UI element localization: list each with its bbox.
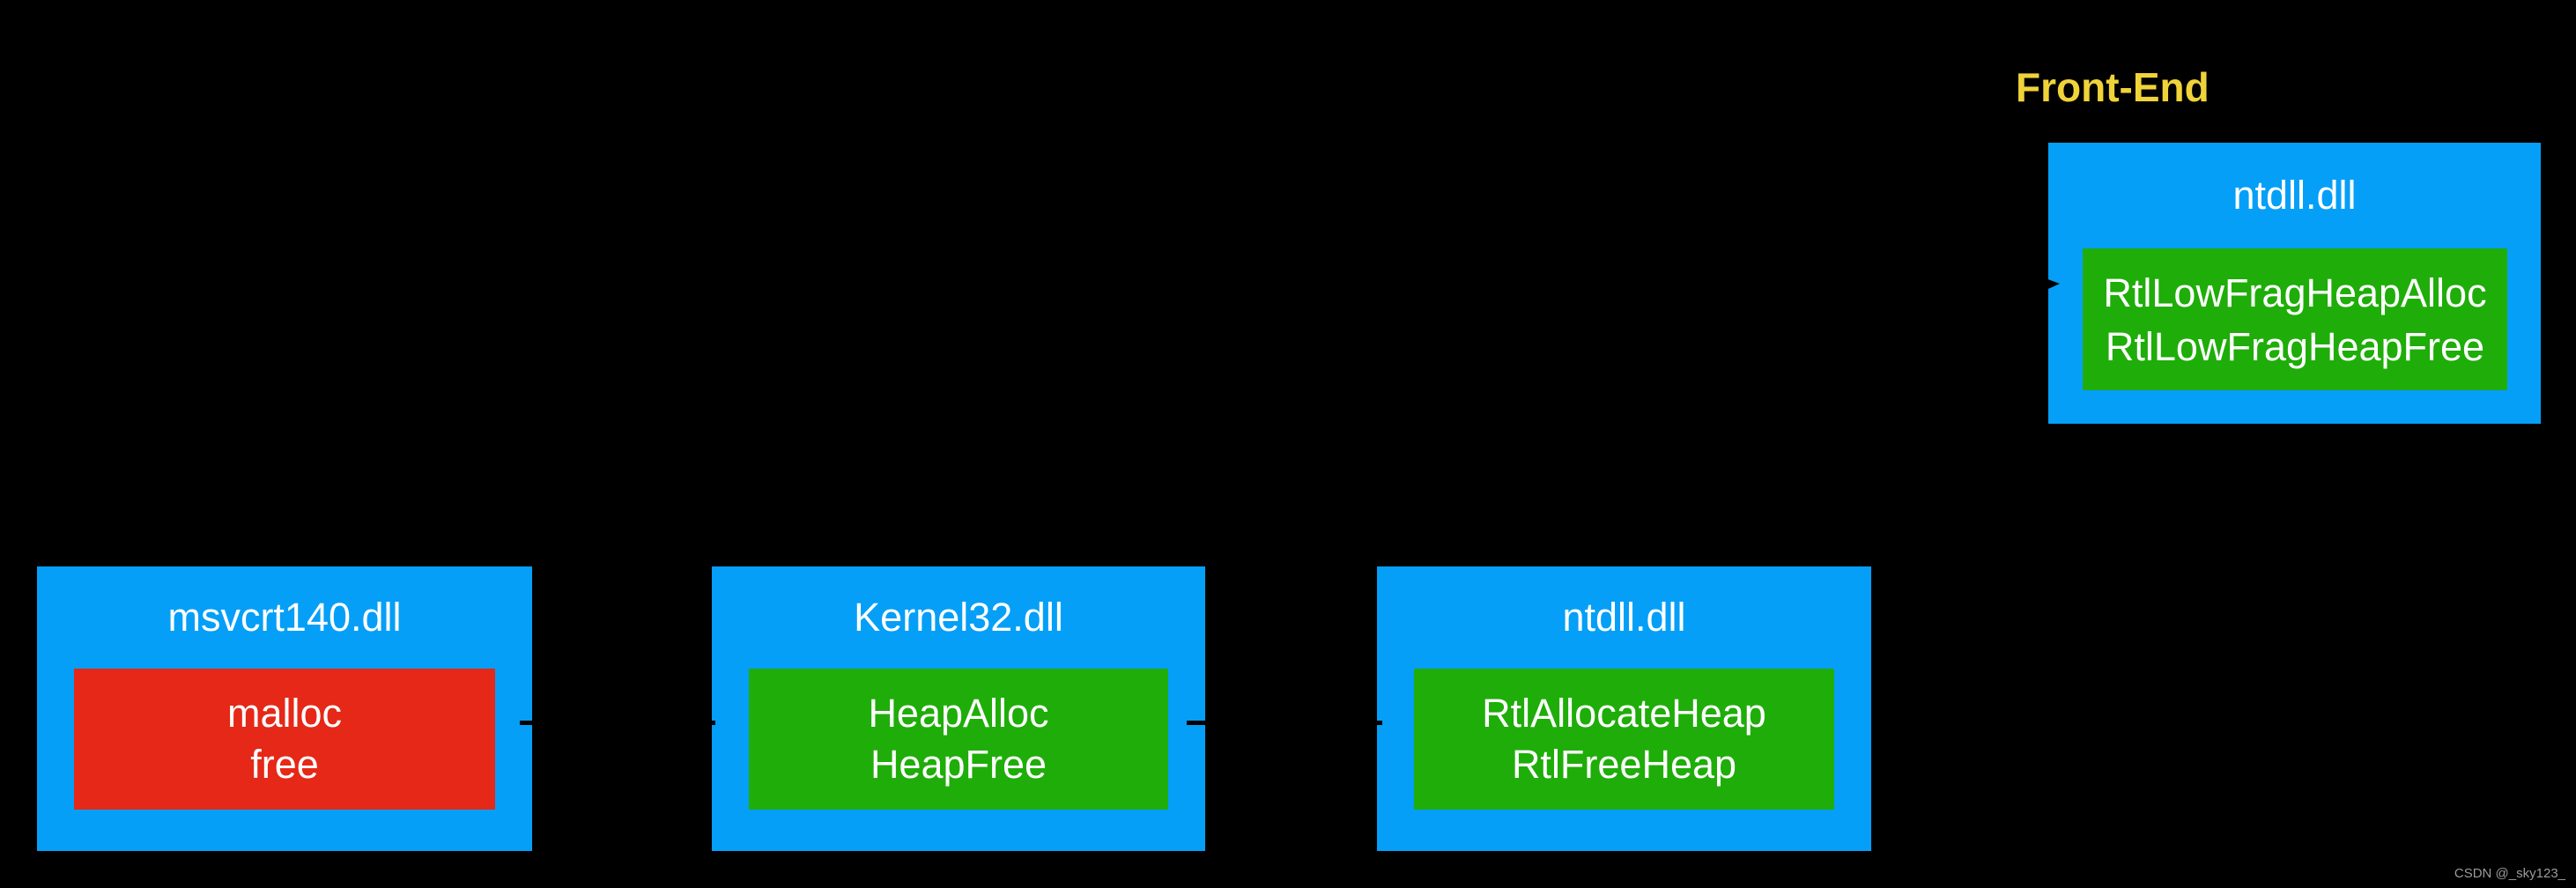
dll-box-kernel32: Kernel32.dll HeapAlloc HeapFree	[712, 566, 1205, 851]
arrow-line	[1874, 285, 2048, 618]
function-name: HeapAlloc	[868, 691, 1049, 736]
function-name: RtlLowFragHeapFree	[2105, 323, 2485, 369]
function-box-rtlheap: RtlAllocateHeap RtlFreeHeap	[1414, 669, 1834, 810]
front-end-label: Front-End	[2016, 64, 2210, 110]
function-name: RtlFreeHeap	[1511, 742, 1737, 787]
dll-box-title: ntdll.dll	[2232, 173, 2357, 218]
function-name: malloc	[226, 691, 343, 736]
dll-box-ntdll: ntdll.dll RtlAllocateHeap RtlFreeHeap	[1377, 566, 1871, 851]
function-box-lfh: RtlLowFragHeapAlloc RtlLowFragHeapFree	[2083, 248, 2507, 390]
function-box-heapapi: HeapAlloc HeapFree	[749, 669, 1168, 810]
dll-box-title: ntdll.dll	[1562, 595, 1686, 640]
watermark: CSDN @_sky123_	[2454, 866, 2565, 881]
dll-box-title: Kernel32.dll	[854, 595, 1063, 640]
function-name: HeapFree	[870, 742, 1047, 787]
dll-box-msvcrt140: msvcrt140.dll malloc free	[37, 566, 532, 851]
dll-box-title: msvcrt140.dll	[167, 595, 402, 640]
dll-box-frontend-ntdll: ntdll.dll RtlLowFragHeapAlloc RtlLowFrag…	[2048, 143, 2541, 424]
connector-line-msvcrt-kernel32	[520, 721, 715, 725]
function-name: free	[250, 742, 319, 787]
function-box-crt: malloc free	[74, 669, 495, 810]
function-name: RtlAllocateHeap	[1482, 691, 1766, 736]
connector-line-kernel32-ntdll	[1187, 721, 1382, 725]
function-name: RtlLowFragHeapAlloc	[2103, 270, 2487, 315]
